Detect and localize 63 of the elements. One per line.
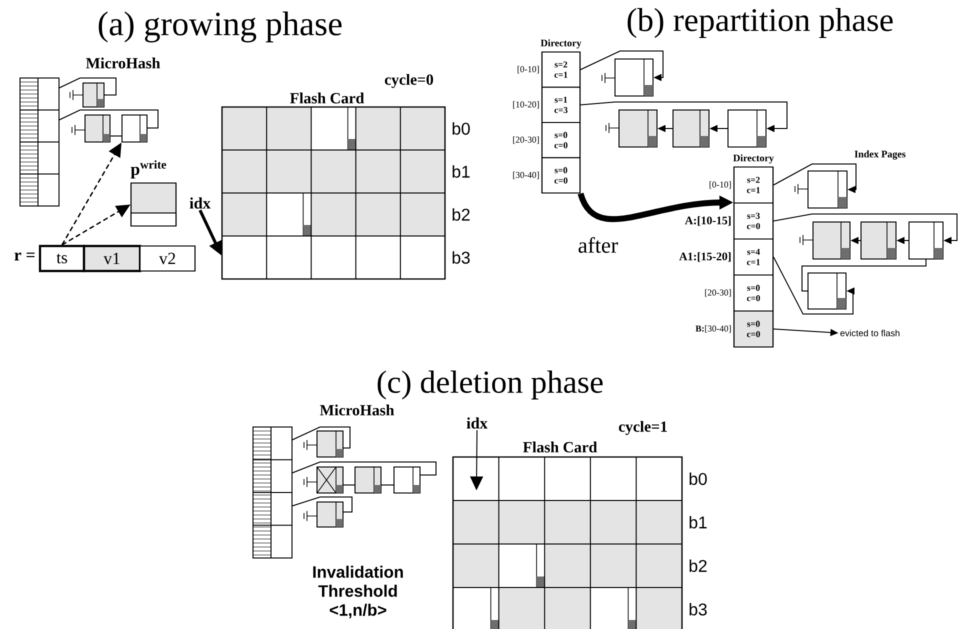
block-label: b3 [690, 603, 707, 616]
block-label: b2 [452, 208, 470, 221]
text-label: cycle=1 [618, 420, 667, 436]
text-label: evicted to flash [840, 330, 900, 336]
range-label: [0-10] [710, 181, 731, 189]
index-page [614, 58, 654, 96]
index-page [122, 114, 148, 142]
block-label: b3 [452, 251, 470, 264]
record-field: ts [38, 244, 86, 272]
arrow [580, 50, 664, 82]
text-label: MicroHash [320, 404, 394, 416]
panel-title: (c) deletion phase [378, 370, 603, 400]
page-label: p$^{write}$ [130, 160, 166, 178]
index-page [672, 110, 710, 148]
panel-title: (b) repartition phase [628, 8, 893, 38]
range-label: [30-40] [513, 172, 539, 180]
record-field: v1 [82, 244, 142, 272]
range-label: [20-30] [513, 136, 539, 144]
grid-heading: Flash Card [290, 92, 364, 104]
text-label: r = [14, 252, 35, 261]
range-label: [20-30] [705, 289, 731, 297]
index-page [812, 222, 850, 260]
text-label: idx [190, 197, 211, 209]
text-label: Index Pages [854, 150, 906, 160]
index-page [808, 272, 846, 310]
block-label: b0 [452, 122, 470, 135]
directory-cell: s=0 c=0 [733, 274, 774, 312]
index-page [808, 170, 848, 208]
range-label: A:[10-15] [684, 216, 731, 226]
text-label: MicroHash [86, 58, 160, 68]
arrow [580, 102, 788, 132]
index-page [860, 222, 896, 260]
range-label: A1:[15-20] [679, 252, 731, 262]
block-label: b2 [690, 560, 707, 572]
index-page [908, 222, 944, 260]
directory-cell: s=1 c=3 [541, 86, 581, 124]
arrow [773, 214, 958, 244]
panel-title: (a) growing phase [98, 12, 342, 42]
directory-cell: s=0 c=0 [733, 310, 774, 348]
threshold-note: Invalidation Threshold <1,n/b> [313, 566, 403, 618]
text-label: cycle=0 [384, 74, 434, 88]
directory-cell: s=2 c=1 [541, 51, 581, 88]
range-label: [10-20] [513, 101, 539, 109]
block-label: b0 [690, 472, 707, 485]
block-label: b1 [690, 516, 707, 528]
table-heading: Directory [540, 39, 582, 48]
index-page [728, 110, 766, 148]
record-field: v2 [139, 245, 196, 272]
table-heading: Directory [733, 154, 774, 164]
range-label: B:[30-40] [696, 325, 731, 333]
arrow [773, 164, 856, 194]
index-page [618, 110, 658, 148]
directory-cell: s=2 c=1 [733, 166, 774, 204]
grid-heading: Flash Card [523, 442, 598, 452]
directory-cell: s=0 c=0 [541, 122, 581, 158]
block-label: b1 [452, 165, 470, 178]
directory-cell: s=4 c=1 [733, 238, 774, 276]
range-label: [0-10] [518, 66, 539, 74]
directory-cell: s=3 c=0 [733, 202, 774, 240]
text-label: idx [466, 417, 488, 429]
directory-cell: s=0 c=0 [541, 157, 581, 194]
edge-label: after [576, 236, 620, 254]
arrow [773, 256, 855, 314]
